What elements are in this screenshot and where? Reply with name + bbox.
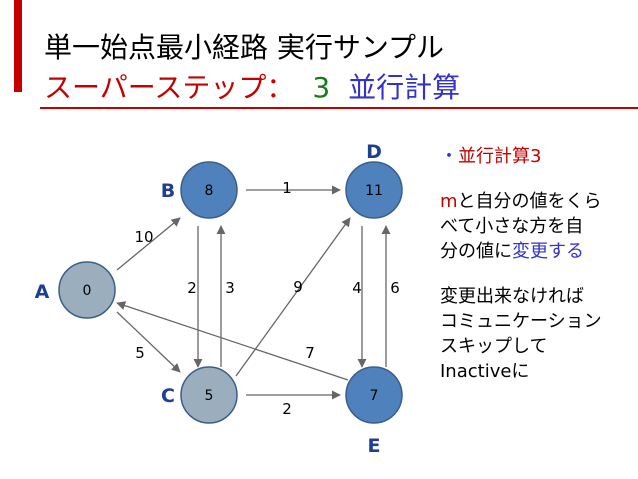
edge-weight-label: 2	[187, 279, 197, 297]
title-underline	[40, 107, 638, 109]
explanation-line: 分の値に変更する	[440, 239, 638, 264]
node-id-label: D	[366, 141, 382, 163]
edge-weight-label: 1	[282, 179, 292, 197]
edge-e-a	[116, 301, 349, 381]
edge-weight-label: 3	[225, 279, 235, 297]
edge-weight-label: 9	[293, 278, 303, 296]
explanation-line: コミュニケーション	[440, 311, 602, 332]
explanation-line: 変更出来なければ	[440, 286, 584, 307]
node-value: 5	[205, 388, 214, 404]
explanation-panel: ・並行計算3 mと自分の値をくら べて小さな方を自 分の値に変更する 変更出来な…	[440, 144, 638, 384]
edge-weight-label: 5	[135, 344, 145, 362]
node-e	[345, 366, 403, 424]
message-var: m	[440, 191, 458, 212]
explanation-line: スキップして	[440, 336, 548, 357]
superstep-number: 3	[312, 71, 331, 104]
edge-a-b	[116, 217, 181, 271]
node-id-label: B	[161, 180, 175, 202]
explanation-emphasis: 変更する	[512, 241, 584, 262]
node-value: 7	[370, 388, 379, 404]
edge-c-d	[235, 217, 351, 377]
edge-weight-label: 7	[305, 344, 315, 362]
explanation-heading-text: 並行計算3	[458, 146, 542, 167]
edge-weight-label: 6	[390, 279, 400, 297]
node-a	[58, 261, 116, 319]
edge-weight-label: 2	[282, 400, 292, 418]
edge-weight-label: 10	[134, 228, 153, 246]
node-c	[180, 366, 238, 424]
node-b	[180, 161, 238, 219]
subtitle-suffix: 並行計算	[348, 71, 461, 104]
node-value: 8	[205, 183, 214, 199]
node-value: 0	[83, 283, 92, 299]
node-id-label: A	[35, 281, 50, 303]
slide-subtitle: スーパーステップ： 3 並行計算	[44, 66, 460, 106]
node-d	[345, 161, 403, 219]
node-id-label: C	[161, 385, 175, 407]
explanation-text: 分の値に	[440, 241, 512, 262]
explanation-line: べて小さな方を自	[440, 216, 584, 237]
explanation-heading: ・並行計算3	[440, 144, 638, 169]
title-accent-bar	[14, 0, 22, 92]
slide-title: 単一始点最小経路 実行サンプル	[44, 31, 445, 64]
node-id-label: E	[368, 435, 381, 457]
subtitle-prefix: スーパーステップ：	[44, 71, 295, 104]
bullet: ・	[440, 146, 458, 167]
explanation-line: mと自分の値をくら	[440, 189, 638, 214]
node-value: 11	[365, 183, 383, 199]
explanation-text: と自分の値をくら	[457, 191, 602, 212]
edge-weight-label: 4	[352, 279, 362, 297]
explanation-line: Inactiveに	[440, 361, 530, 382]
edge-a-c	[116, 311, 181, 373]
